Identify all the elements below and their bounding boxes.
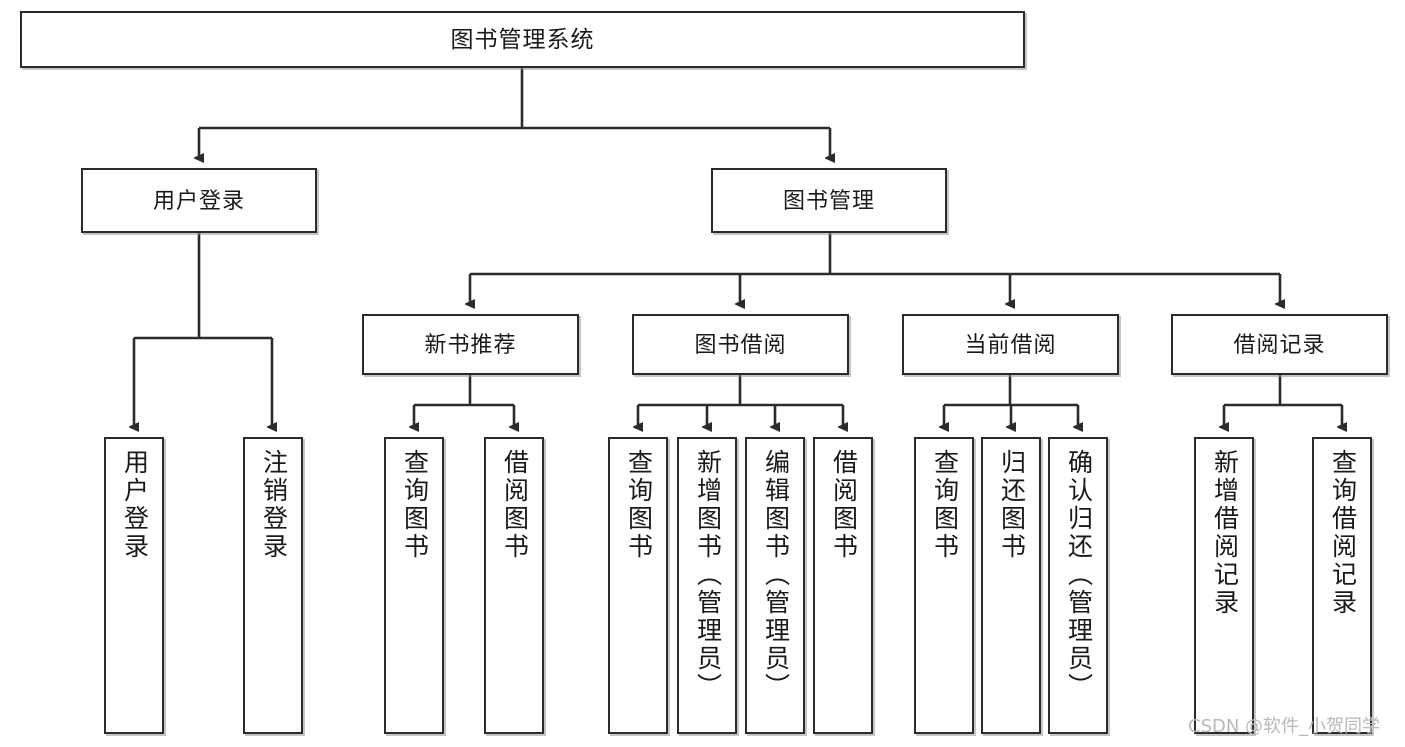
node-new-book-recommend-label: 新书推荐	[424, 331, 517, 357]
node-book-borrow-label: 图书借阅	[694, 331, 787, 357]
leaf-query-book-current[interactable]: 查询图书	[914, 437, 974, 734]
node-book-management[interactable]: 图书管理	[711, 168, 947, 233]
leaf-query-borrow-record-label: 查询借阅记录	[1328, 449, 1357, 617]
leaf-query-book-recommend-label: 查询图书	[400, 449, 429, 561]
leaf-add-borrow-record[interactable]: 新增借阅记录	[1194, 437, 1254, 734]
leaf-return-book-label: 归还图书	[997, 449, 1026, 561]
node-borrow-record[interactable]: 借阅记录	[1171, 314, 1388, 375]
node-current-borrow-label: 当前借阅	[964, 331, 1057, 357]
leaf-query-book-current-label: 查询图书	[930, 449, 959, 561]
node-current-borrow[interactable]: 当前借阅	[902, 314, 1119, 375]
leaf-user-login[interactable]: 用户登录	[104, 437, 164, 734]
leaf-borrow-book-recommend[interactable]: 借阅图书	[484, 437, 544, 734]
leaf-add-book-admin[interactable]: 新增图书（管理员）	[677, 437, 737, 734]
node-book-management-label: 图书管理	[782, 187, 875, 213]
leaf-edit-book-admin[interactable]: 编辑图书（管理员）	[745, 437, 805, 734]
leaf-logout[interactable]: 注销登录	[243, 437, 303, 734]
node-book-borrow[interactable]: 图书借阅	[632, 314, 849, 375]
leaf-borrow-book[interactable]: 借阅图书	[813, 437, 873, 734]
leaf-confirm-return-admin-label: 确认归还（管理员）	[1064, 449, 1093, 701]
node-borrow-record-label: 借阅记录	[1233, 331, 1326, 357]
leaf-query-book-borrow[interactable]: 查询图书	[608, 437, 668, 734]
node-user-login[interactable]: 用户登录	[81, 168, 317, 233]
leaf-query-book-recommend[interactable]: 查询图书	[384, 437, 444, 734]
leaf-edit-book-admin-label: 编辑图书（管理员）	[761, 449, 790, 701]
leaf-confirm-return-admin[interactable]: 确认归还（管理员）	[1048, 437, 1108, 734]
leaf-add-borrow-record-label: 新增借阅记录	[1210, 449, 1239, 617]
leaf-user-login-label: 用户登录	[120, 449, 149, 561]
leaf-add-book-admin-label: 新增图书（管理员）	[693, 449, 722, 701]
node-new-book-recommend[interactable]: 新书推荐	[362, 314, 579, 375]
leaf-logout-label: 注销登录	[259, 449, 288, 561]
leaf-query-book-borrow-label: 查询图书	[624, 449, 653, 561]
leaf-query-borrow-record[interactable]: 查询借阅记录	[1312, 437, 1372, 734]
node-root-system[interactable]: 图书管理系统	[20, 11, 1025, 68]
node-user-login-label: 用户登录	[152, 187, 245, 213]
leaf-borrow-book-recommend-label: 借阅图书	[500, 449, 529, 561]
watermark-text: CSDN @软件_小贺同学	[1188, 716, 1381, 737]
node-root-system-label: 图书管理系统	[450, 26, 595, 53]
leaf-borrow-book-label: 借阅图书	[829, 449, 858, 561]
leaf-return-book[interactable]: 归还图书	[981, 437, 1041, 734]
